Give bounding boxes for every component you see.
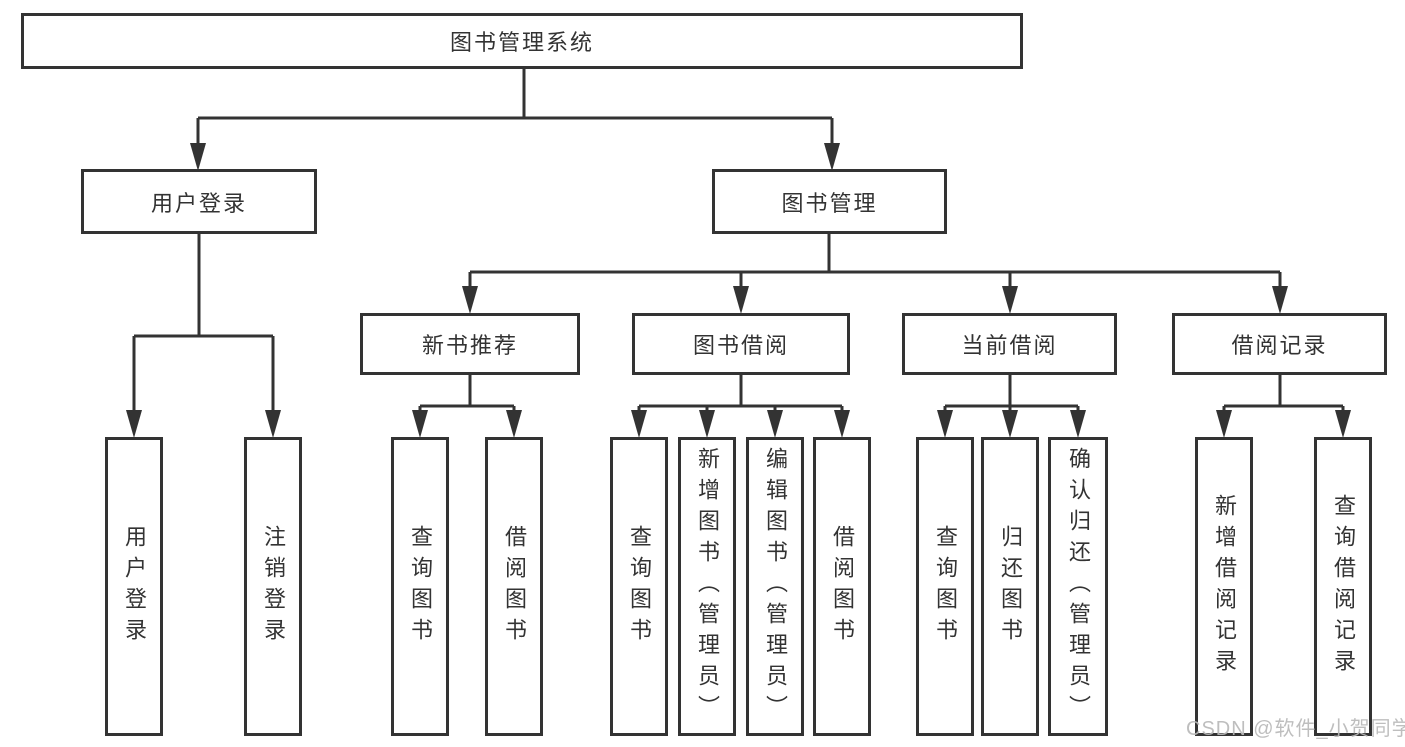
leaf-borrow-books-under-book-borrow-label: 借阅图书 xyxy=(830,524,855,649)
leaf-query-books-under-new-book: 查询图书 xyxy=(391,437,449,736)
leaf-query-books-under-new-book-label: 查询图书 xyxy=(408,524,433,649)
node-current-borrow-label: 当前借阅 xyxy=(961,333,1058,358)
leaf-query-books-under-current: 查询图书 xyxy=(916,437,974,736)
node-new-book-recommend: 新书推荐 xyxy=(360,313,580,375)
node-book-borrow: 图书借阅 xyxy=(632,313,850,375)
leaf-confirm-return-admin-label: 确认归还（管理员） xyxy=(1066,447,1091,726)
leaf-borrow-books-under-new-book-label: 借阅图书 xyxy=(502,524,527,649)
leaf-logout: 注销登录 xyxy=(244,437,302,736)
leaf-edit-books-admin: 编辑图书（管理员） xyxy=(746,437,804,736)
arrowheads xyxy=(126,143,1351,438)
leaf-query-books-under-book-borrow-label: 查询图书 xyxy=(627,524,652,649)
leaf-add-books-admin: 新增图书（管理员） xyxy=(678,437,736,736)
leaf-borrow-books-under-book-borrow: 借阅图书 xyxy=(813,437,871,736)
leaf-user-login-label: 用户登录 xyxy=(122,524,147,649)
leaf-add-borrow-record-label: 新增借阅记录 xyxy=(1212,493,1237,680)
node-user-login-label: 用户登录 xyxy=(150,190,247,216)
leaf-borrow-books-under-new-book: 借阅图书 xyxy=(485,437,543,736)
leaf-query-books-under-book-borrow: 查询图书 xyxy=(610,437,668,736)
leaf-return-books-label: 归还图书 xyxy=(998,524,1023,649)
node-library-management-system-label: 图书管理系统 xyxy=(449,30,594,55)
leaf-add-books-admin-label: 新增图书（管理员） xyxy=(695,447,720,726)
leaf-confirm-return-admin: 确认归还（管理员） xyxy=(1048,437,1108,736)
leaf-query-books-under-current-label: 查询图书 xyxy=(933,524,958,649)
csdn-watermark: CSDN @软件_小贺同学 xyxy=(1186,718,1405,740)
node-book-borrow-label: 图书借阅 xyxy=(692,333,789,358)
leaf-logout-label: 注销登录 xyxy=(261,524,286,649)
leaf-query-borrow-record-label: 查询借阅记录 xyxy=(1331,493,1356,680)
leaf-query-borrow-record: 查询借阅记录 xyxy=(1314,437,1372,736)
leaf-edit-books-admin-label: 编辑图书（管理员） xyxy=(763,447,788,726)
node-book-management: 图书管理 xyxy=(712,169,947,234)
node-new-book-recommend-label: 新书推荐 xyxy=(421,333,518,358)
leaf-user-login: 用户登录 xyxy=(105,437,163,736)
leaf-add-borrow-record: 新增借阅记录 xyxy=(1195,437,1253,736)
node-borrow-records-label: 借阅记录 xyxy=(1231,333,1328,358)
leaf-return-books: 归还图书 xyxy=(981,437,1039,736)
node-borrow-records: 借阅记录 xyxy=(1172,313,1387,375)
node-current-borrow: 当前借阅 xyxy=(902,313,1117,375)
node-book-management-label: 图书管理 xyxy=(781,190,878,216)
node-library-management-system: 图书管理系统 xyxy=(21,13,1023,69)
node-user-login: 用户登录 xyxy=(81,169,317,234)
